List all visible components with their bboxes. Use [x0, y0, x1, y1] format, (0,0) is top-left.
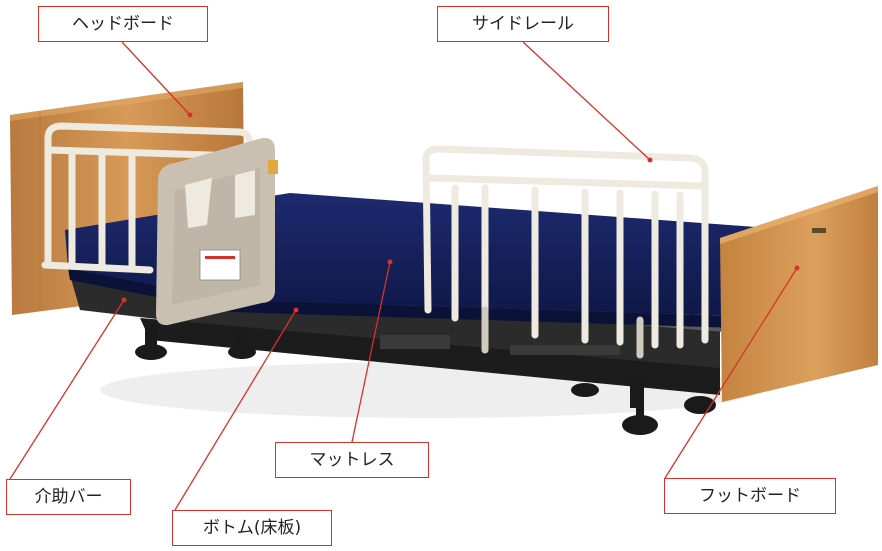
assist-bar [156, 137, 278, 326]
label-bottom: ボトム(床板) [172, 510, 332, 546]
label-footboard: フットボード [664, 478, 836, 514]
leader-headboard [121, 41, 191, 116]
leader-bottom [174, 309, 297, 511]
caster-feet [135, 325, 716, 435]
leader-side-rail [522, 41, 651, 161]
side-rail [422, 145, 709, 359]
footboard [720, 186, 878, 402]
label-mattress: マットレス [275, 442, 429, 478]
leader-assist-bar [9, 299, 125, 480]
label-assist-bar: 介助バー [6, 479, 131, 515]
label-headboard: ヘッドボード [38, 6, 208, 42]
leader-footboard [664, 267, 798, 479]
label-side-rail: サイドレール [437, 6, 609, 42]
leader-dots [121, 112, 800, 313]
leader-lines [9, 41, 798, 511]
leader-mattress [351, 261, 391, 443]
